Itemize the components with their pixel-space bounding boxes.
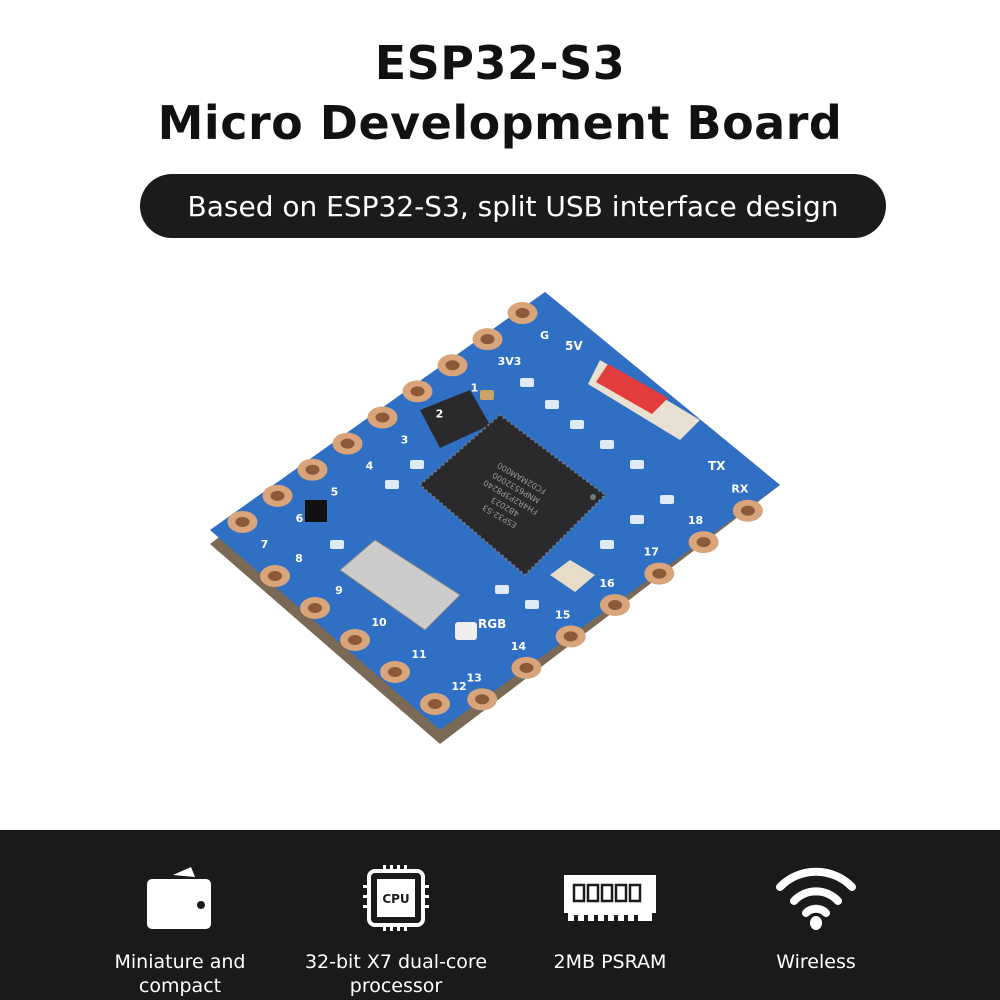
passive-component bbox=[410, 460, 424, 469]
pin-label: 15 bbox=[555, 608, 570, 621]
pin-top-left-pad-hole bbox=[410, 386, 425, 397]
passive-component bbox=[630, 460, 644, 469]
capacitor bbox=[480, 390, 494, 400]
pin-label: 8 bbox=[295, 552, 303, 565]
passive-component bbox=[330, 540, 344, 549]
pin-bottom-right-pad-hole bbox=[475, 694, 490, 705]
pin-top-left-pad-hole bbox=[445, 360, 460, 371]
pin-bottom-right-pad-hole bbox=[652, 568, 667, 579]
pin-bottom-left-pad-hole bbox=[268, 571, 282, 581]
pin-label: 12 bbox=[451, 680, 466, 693]
esp32-chip bbox=[418, 413, 607, 577]
pin-top-left-pad-hole bbox=[515, 308, 530, 319]
pin-bottom-left-pad-hole bbox=[388, 667, 402, 677]
pin-top-left-pad-hole bbox=[270, 490, 285, 501]
fpc-connector bbox=[339, 539, 461, 631]
pin-label: 18 bbox=[688, 514, 703, 527]
subtitle-banner: Based on ESP32-S3, split USB interface d… bbox=[140, 174, 886, 238]
passive-component bbox=[525, 600, 539, 609]
passive-component bbox=[520, 378, 534, 387]
pin-bottom-right-pad-hole bbox=[740, 505, 755, 516]
pin-label: 11 bbox=[411, 648, 426, 661]
feature-label: Wireless bbox=[776, 951, 856, 973]
pin-label: 5 bbox=[331, 486, 339, 499]
crystal bbox=[550, 560, 595, 592]
passive-component bbox=[600, 540, 614, 549]
cpu-icon: CPU bbox=[363, 865, 429, 931]
small-ic bbox=[305, 500, 327, 522]
passive-component bbox=[570, 420, 584, 429]
subtitle-text: Based on ESP32-S3, split USB interface d… bbox=[187, 189, 839, 223]
board-illustration: G3V3123456789101112131415161718RXTX5VRGB… bbox=[210, 292, 780, 744]
pin-bottom-left-pad-hole bbox=[348, 635, 362, 645]
svg-text:CPU: CPU bbox=[382, 892, 409, 906]
pin-label: 2 bbox=[436, 407, 444, 420]
feature-label: 2MB PSRAM bbox=[553, 951, 667, 973]
page-title-line1: ESP32-S3 bbox=[374, 36, 626, 90]
pin-label: 3 bbox=[401, 434, 409, 447]
pin-label: 7 bbox=[261, 538, 269, 551]
pin-top-left-pad-hole bbox=[480, 334, 495, 345]
memory-icon bbox=[564, 875, 656, 921]
passive-component bbox=[660, 495, 674, 504]
rgb-led bbox=[455, 622, 477, 640]
pin-bottom-right-pad-hole bbox=[519, 662, 534, 673]
pin-label: 9 bbox=[335, 584, 343, 597]
feature-psram: 2MB PSRAM bbox=[500, 860, 720, 974]
pin-label: 6 bbox=[296, 512, 304, 525]
pin-top-left-pad-hole bbox=[235, 516, 250, 527]
regulator-chip bbox=[420, 390, 490, 448]
pin-top-left-pad-hole bbox=[305, 464, 320, 475]
pin-label: 14 bbox=[511, 640, 527, 653]
pin-label: G bbox=[540, 329, 549, 342]
silkscreen-label: 5V bbox=[565, 339, 583, 353]
pin-label: 16 bbox=[599, 577, 615, 590]
pin-bottom-right-pad-hole bbox=[563, 631, 578, 642]
feature-label: Miniature and bbox=[114, 951, 246, 973]
silkscreen-label: RGB bbox=[478, 617, 506, 631]
pin-label: 3V3 bbox=[498, 355, 522, 368]
pin-bottom-right-pad-hole bbox=[696, 537, 711, 548]
pin-label: 4 bbox=[366, 460, 374, 473]
passive-component bbox=[385, 480, 399, 489]
pin-bottom-left-pad-hole bbox=[308, 603, 322, 613]
silkscreen-label: TX bbox=[708, 459, 726, 473]
pin-label: RX bbox=[731, 483, 748, 496]
chip-pin1-dot bbox=[590, 494, 596, 500]
pin-label: 13 bbox=[466, 671, 481, 684]
wifi-icon bbox=[776, 867, 856, 930]
pin-label: 1 bbox=[471, 381, 479, 394]
pin-label: 10 bbox=[371, 616, 387, 629]
wallet-icon bbox=[147, 867, 211, 929]
pin-bottom-left-pad-hole bbox=[428, 699, 442, 709]
pin-top-left-pad-hole bbox=[375, 412, 390, 423]
feature-label: compact bbox=[138, 975, 222, 997]
passive-component bbox=[545, 400, 559, 409]
feature-label: processor bbox=[349, 975, 443, 997]
passive-component bbox=[600, 440, 614, 449]
pin-label: 17 bbox=[644, 546, 659, 559]
passive-component bbox=[495, 585, 509, 594]
antenna bbox=[596, 364, 668, 414]
feature-wireless: Wireless bbox=[706, 860, 926, 974]
page-title-line2: Micro Development Board bbox=[157, 96, 843, 150]
passive-component bbox=[630, 515, 644, 524]
pin-bottom-right-pad-hole bbox=[608, 600, 622, 610]
pin-top-left-pad-hole bbox=[340, 438, 355, 449]
feature-label: 32-bit X7 dual-core bbox=[304, 951, 488, 973]
